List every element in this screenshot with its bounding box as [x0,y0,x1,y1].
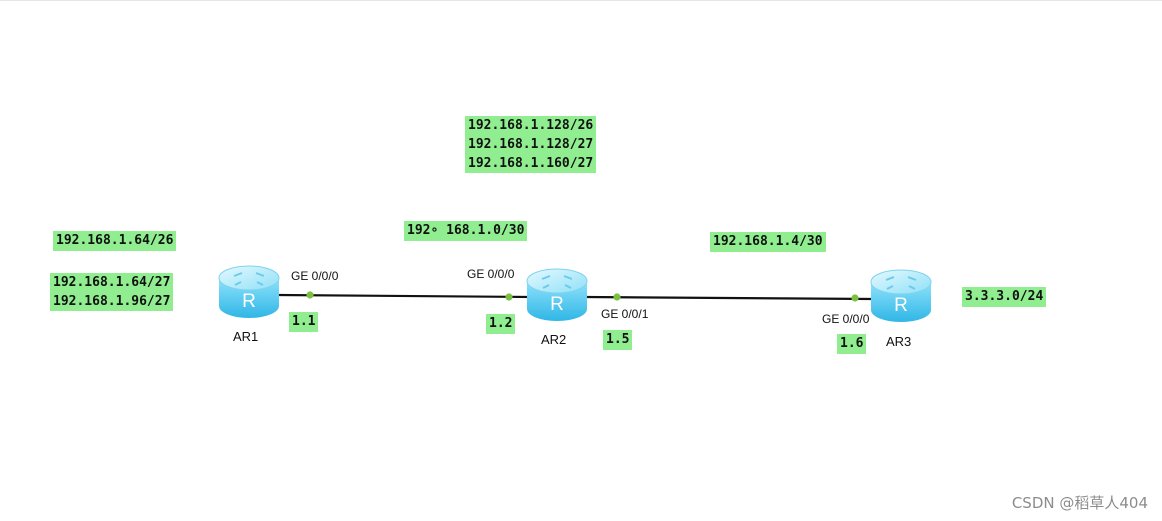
interface-ip-ar2-ge000: 1.2 [486,314,516,334]
port-label-ar1-ge000: GE 0/0/0 [291,269,339,283]
link-ar2-ar3 [584,295,874,301]
network-label-ar2-loopbacks: 192.168.1.128/26 192.168.1.128/27 192.16… [465,116,597,173]
network-label-link-ar1-ar2: 192∘ 168.1.0/30 [404,221,528,241]
network-line: 192.168.1.64/27 [53,275,171,290]
port-dot-ar2-ge001[interactable] [613,293,621,301]
watermark: CSDN @稻草人404 [1011,494,1148,512]
network-line: 192.168.1.128/27 [468,137,594,152]
router-name-ar3: AR3 [886,334,912,349]
port-dot-ar1-ge000[interactable] [306,291,314,299]
router-name-ar2: AR2 [541,332,567,347]
router-icon-ar2[interactable]: R [524,264,590,328]
router-icon-ar3[interactable]: R [868,265,934,329]
router-icon-ar1[interactable]: R [216,261,282,325]
router-letter: R [550,294,564,315]
interface-ip-ar3-ge000: 1.6 [837,334,867,354]
port-label-ar3-ge000: GE 0/0/0 [822,312,870,326]
port-label-ar2-ge000: GE 0/0/0 [467,267,515,281]
interface-ip-ar2-ge001: 1.5 [603,330,633,350]
network-label-ar3: 3.3.3.0/24 [962,287,1047,307]
router-letter: R [894,295,908,316]
port-dot-ar2-ge000[interactable] [505,293,513,301]
network-label-ar1-subnets: 192.168.1.64/27 192.168.1.96/27 [50,273,174,311]
router-name-ar1: AR1 [233,329,259,344]
router-letter: R [242,291,256,312]
network-label-ar1-summary: 192.168.1.64/26 [53,231,177,251]
network-label-link-ar2-ar3: 192.168.1.4/30 [710,232,826,252]
link-ar1-ar2 [277,293,531,299]
interface-ip-ar1-ge000: 1.1 [289,312,319,332]
network-line: 192.168.1.128/26 [468,118,594,133]
port-dot-ar3-ge000[interactable] [851,294,859,302]
network-line: 192.168.1.96/27 [53,294,171,309]
network-line: 192.168.1.160/27 [468,156,594,171]
port-label-ar2-ge001: GE 0/0/1 [601,307,649,321]
